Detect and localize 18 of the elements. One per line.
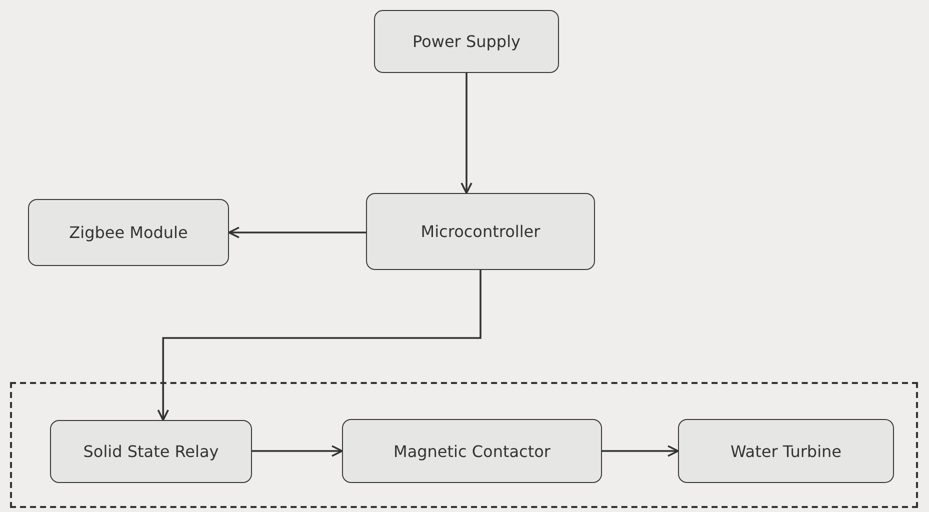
arrow — [602, 445, 679, 457]
arrow — [252, 445, 343, 457]
box-label: Magnetic Contactor — [394, 442, 550, 460]
process-box — [678, 419, 894, 483]
box-label: Power Supply — [412, 32, 520, 51]
process-box — [28, 199, 229, 266]
arrow — [228, 226, 366, 238]
dashed-group-frame — [10, 382, 918, 508]
arrow — [157, 270, 482, 421]
process-box — [342, 419, 602, 483]
box-label: Water Turbine — [730, 442, 842, 460]
arrow — [460, 73, 472, 194]
process-box — [374, 10, 559, 73]
box-label: Zigbee Module — [69, 223, 188, 242]
process-box — [50, 420, 252, 483]
box-label: Solid State Relay — [83, 442, 219, 461]
box-label: Microcontroller — [420, 222, 540, 241]
process-box — [366, 193, 595, 270]
